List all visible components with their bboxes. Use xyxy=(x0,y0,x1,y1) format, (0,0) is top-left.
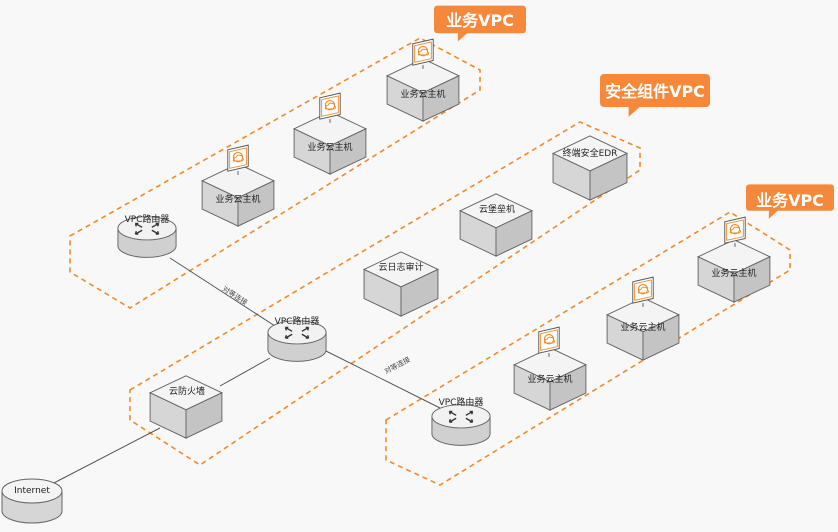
edr-node[interactable]: 终端安全EDR xyxy=(552,135,628,201)
tag-vpc-right: 业务VPC xyxy=(746,184,834,219)
host-node[interactable]: 业务云主机 xyxy=(201,144,275,227)
link-internet xyxy=(49,427,161,486)
zone-vpc-right xyxy=(385,211,791,486)
link-label-top: 对等连接 xyxy=(221,284,249,307)
router-right[interactable]: VPC路由器 xyxy=(431,396,491,447)
link-label-right: 对等连接 xyxy=(383,355,412,376)
router-label: VPC路由器 xyxy=(275,315,320,327)
host-label: 业务云主机 xyxy=(620,321,665,333)
router-center[interactable]: VPC路由器 xyxy=(267,315,327,363)
host-node[interactable]: 业务云主机 xyxy=(606,276,680,361)
firewall-label: 云防火墙 xyxy=(169,385,205,397)
host-label: 业务云主机 xyxy=(307,141,352,153)
host-node[interactable]: 业务云主机 xyxy=(386,38,460,122)
svg-text:业务VPC: 业务VPC xyxy=(446,11,514,30)
zone-vpc-top xyxy=(69,37,481,309)
host-label: 业务云主机 xyxy=(215,193,260,205)
host-node[interactable]: 业务云主机 xyxy=(293,92,367,175)
router-label: VPC路由器 xyxy=(125,213,170,225)
svg-text:安全组件VPC: 安全组件VPC xyxy=(605,82,705,101)
edr-label: 终端安全EDR xyxy=(563,147,618,159)
host-node[interactable]: 业务云主机 xyxy=(697,216,771,303)
host-label: 业务云主机 xyxy=(400,88,445,100)
zone-security-vpc xyxy=(129,121,641,466)
log-audit-label: 云日志审计 xyxy=(378,261,423,273)
link-router-top xyxy=(169,257,276,327)
host-node[interactable]: 业务云主机 xyxy=(513,326,587,411)
bastion-node[interactable]: 云堡垒机 xyxy=(459,193,533,257)
router-label: VPC路由器 xyxy=(439,396,484,408)
link-router-right xyxy=(319,347,441,409)
router-top[interactable]: VPC路由器 xyxy=(117,213,177,259)
internet-node[interactable]: Internet xyxy=(1,478,63,524)
svg-text:业务VPC: 业务VPC xyxy=(756,191,824,210)
firewall-node[interactable]: 云防火墙 xyxy=(149,375,223,439)
host-label: 业务云主机 xyxy=(711,267,756,279)
bastion-label: 云堡垒机 xyxy=(479,203,515,215)
host-label: 业务云主机 xyxy=(527,373,572,385)
tag-vpc-top: 业务VPC xyxy=(434,5,526,42)
log-audit-node[interactable]: 云日志审计 xyxy=(363,251,439,317)
link-firewall xyxy=(219,357,271,387)
internet-label: Internet xyxy=(14,486,50,496)
tag-security-vpc: 安全组件VPC xyxy=(600,74,710,117)
